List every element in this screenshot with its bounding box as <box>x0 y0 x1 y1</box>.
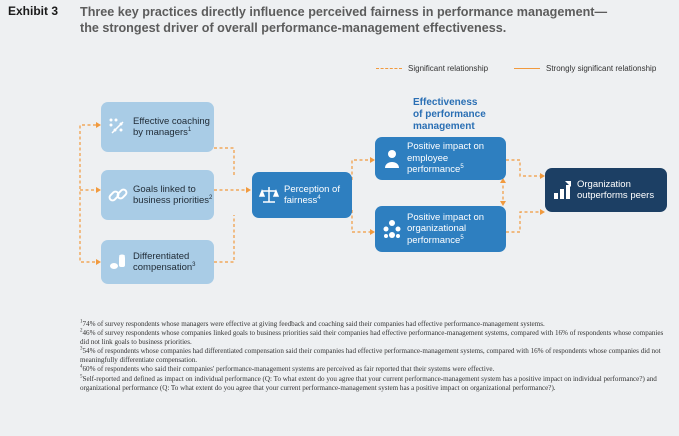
footnote-2: 246% of survey respondents whose compani… <box>80 329 670 347</box>
footnote-text: 74% of survey respondents whose managers… <box>82 320 545 328</box>
footnotes: 174% of survey respondents whose manager… <box>80 320 670 393</box>
arrowhead <box>500 178 506 183</box>
legend-significant-label: Significant relationship <box>408 64 489 73</box>
footnote-marker: 5 <box>460 234 464 241</box>
footnote-number: 5 <box>80 374 83 380</box>
footnote-marker: 3 <box>192 261 196 268</box>
footnote-3: 354% of respondents whose companies had … <box>80 347 670 365</box>
arrowhead <box>370 229 375 235</box>
footnote-marker: 1 <box>187 126 192 133</box>
employee-to-outcome-line <box>506 159 540 177</box>
footnote-text: 46% of survey respondents whose companie… <box>80 329 664 347</box>
practice-compensation: Differentiated compensation3 <box>101 240 214 284</box>
arrowhead <box>370 157 375 163</box>
legend-significant: Significant relationship <box>376 64 488 73</box>
person-icon <box>379 148 405 170</box>
impact-employee-box: Positive impact on employee performance5 <box>375 137 506 180</box>
impact-organizational-text: Positive impact on organizational perfor… <box>407 211 485 246</box>
footnote-text: 54% of respondents whose companies had d… <box>80 347 661 365</box>
effectiveness-heading: Effectiveness of performance management <box>413 97 486 133</box>
practice-goals-label: Goals linked to business priorities2 <box>133 184 214 207</box>
outcome-box: Organization outperforms peers <box>545 168 667 212</box>
footnote-text: Self-reported and defined as impact on i… <box>80 374 657 392</box>
solid-line-swatch <box>514 68 540 69</box>
impact-employee-label: Positive impact on employee performance5 <box>407 141 506 176</box>
legend-strongly-significant: Strongly significant relationship <box>514 64 656 73</box>
group-icon <box>379 218 405 240</box>
effectiveness-heading-line-3: management <box>413 121 475 132</box>
impact-organizational-label: Positive impact on organizational perfor… <box>407 212 506 247</box>
practice-goals: Goals linked to business priorities2 <box>101 170 214 220</box>
exhibit-label: Exhibit 3 <box>8 4 59 18</box>
page-title: Three key practices directly influence p… <box>80 4 670 36</box>
coaching-icon <box>105 116 131 138</box>
practice-coaching-label: Effective coaching by managers1 <box>133 116 214 139</box>
link-icon <box>105 184 131 206</box>
scales-icon <box>256 184 282 206</box>
fairness-box: Perception of fairness4 <box>252 172 352 218</box>
footnote-number: 3 <box>80 346 83 352</box>
arrowhead <box>96 187 101 193</box>
dashed-line-swatch <box>376 68 402 69</box>
arrowhead <box>540 209 545 215</box>
coaching-to-fairness-line <box>214 147 235 176</box>
organizational-to-outcome-line <box>506 211 540 233</box>
title-line-1: Three key practices directly influence p… <box>80 5 608 19</box>
coins-icon <box>105 251 131 273</box>
compensation-to-fairness-line <box>214 215 235 263</box>
fairness-label: Perception of fairness4 <box>284 184 352 207</box>
legend-strongly-significant-label: Strongly significant relationship <box>546 64 657 73</box>
arrowhead <box>96 122 101 128</box>
footnote-number: 1 <box>80 319 83 325</box>
title-line-2: the strongest driver of overall performa… <box>80 21 507 35</box>
arrowhead <box>246 187 251 193</box>
arrowhead <box>500 201 506 206</box>
fairness-to-employee-line <box>351 159 370 180</box>
outcome-label: Organization outperforms peers <box>577 178 655 202</box>
footnote-1: 174% of survey respondents whose manager… <box>80 320 670 329</box>
arrowhead <box>96 259 101 265</box>
footnote-marker: 5 <box>460 164 464 171</box>
impact-employee-text: Positive impact on employee performance <box>407 141 485 176</box>
fairness-text: Perception of fairness <box>284 183 340 207</box>
footnote-4: 460% of respondents who said their compa… <box>80 365 670 374</box>
footnote-number: 2 <box>80 328 83 334</box>
practice-compensation-label: Differentiated compensation3 <box>133 251 214 274</box>
impact-organizational-box: Positive impact on organizational perfor… <box>375 206 506 252</box>
arrowhead <box>540 173 545 179</box>
footnote-marker: 2 <box>209 194 213 201</box>
bar-chart-icon <box>549 179 575 201</box>
practice-compensation-text: Differentiated compensation <box>133 250 193 274</box>
practice-coaching-text: Effective coaching by managers <box>133 115 210 139</box>
footnote-text: 60% of respondents who said their compan… <box>82 365 495 374</box>
practice-goals-text: Goals linked to business priorities <box>133 183 210 207</box>
practice-bracket-line <box>79 124 96 263</box>
effectiveness-heading-line-1: Effectiveness <box>413 97 478 108</box>
footnote-number: 4 <box>80 365 83 371</box>
practice-coaching: Effective coaching by managers1 <box>101 102 214 152</box>
fairness-to-organizational-line <box>351 210 370 233</box>
footnote-5: 5Self-reported and defined as impact on … <box>80 374 670 393</box>
footnote-marker: 4 <box>317 194 321 201</box>
effectiveness-heading-line-2: of performance <box>413 109 486 120</box>
